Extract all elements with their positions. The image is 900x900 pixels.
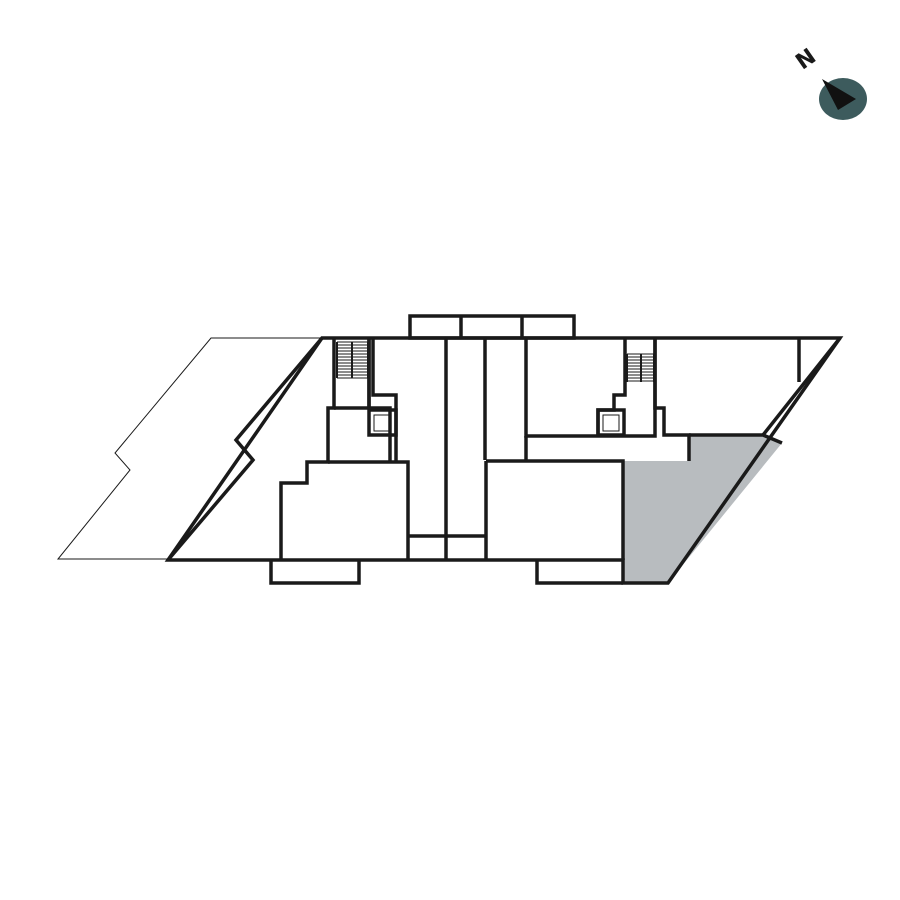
west-unit-wall (166, 336, 324, 562)
stairs-left-icon (336, 341, 369, 379)
elevator-left-icon (367, 408, 398, 437)
balcony-top (408, 314, 576, 340)
elevator-right-icon (596, 408, 626, 437)
compass: N (791, 44, 867, 120)
balcony-bottom-right (535, 560, 623, 585)
north-label: N (791, 44, 820, 75)
left-core-wall (279, 338, 336, 560)
balcony-bottom-left (269, 560, 361, 585)
north-arrow-icon (822, 79, 856, 110)
stairs-right-icon (626, 353, 655, 382)
highlighted-unit[interactable] (623, 435, 782, 583)
adjacent-building-outline (56, 337, 322, 560)
right-core-wall (524, 338, 657, 438)
